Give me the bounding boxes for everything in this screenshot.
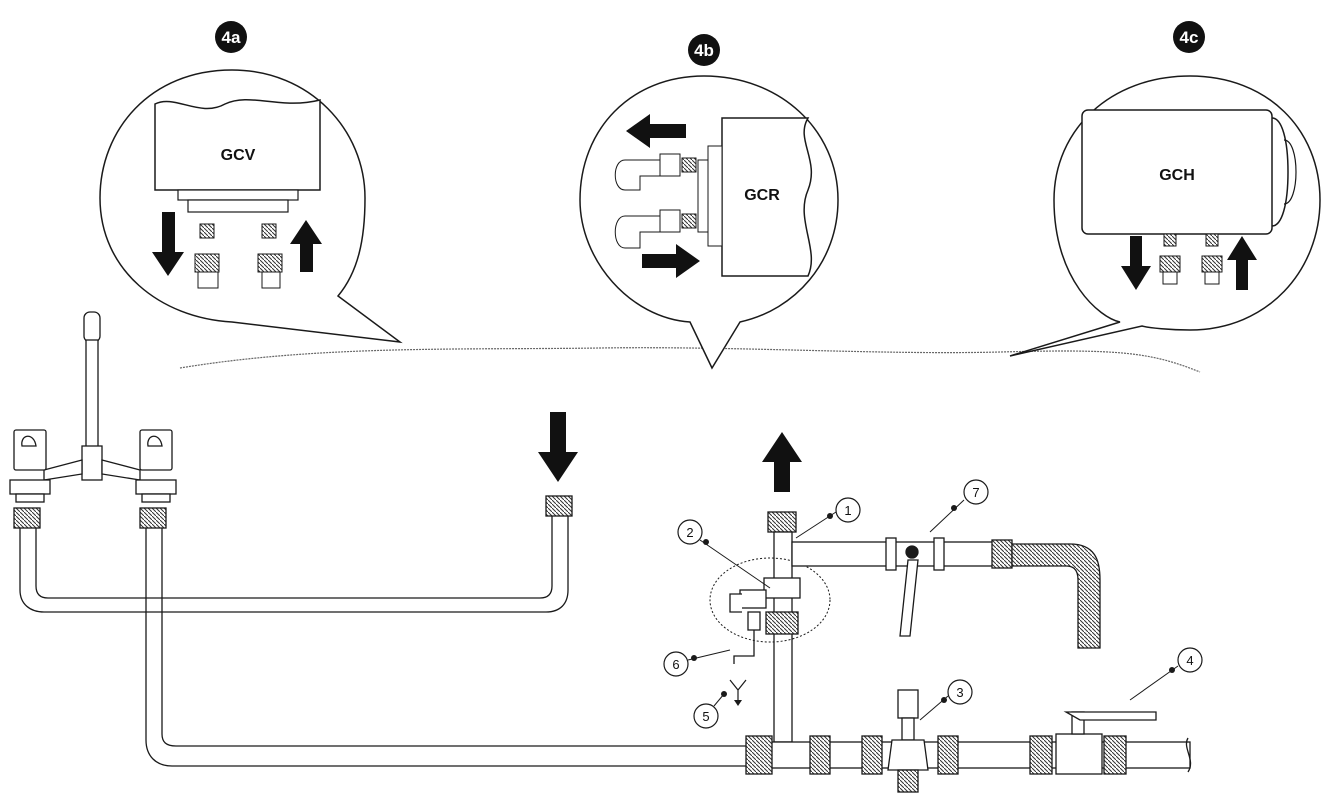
callout-4a: GCV xyxy=(99,69,403,344)
arrow-down-icon xyxy=(1121,236,1151,290)
riser-assembly xyxy=(709,511,831,743)
arrow-left-icon xyxy=(626,114,686,148)
part-callout-6: 6 xyxy=(663,649,731,677)
part-callout-3: 3 xyxy=(919,679,973,721)
svg-text:3: 3 xyxy=(956,685,963,700)
arrow-up-icon xyxy=(762,432,802,492)
arrow-down-icon xyxy=(152,212,184,276)
svg-text:4a: 4a xyxy=(222,28,241,47)
arrow-down-icon xyxy=(538,412,578,482)
part-callout-5: 5 xyxy=(693,679,747,729)
part-callout-1: 1 xyxy=(795,497,861,539)
model-label-gcv: GCV xyxy=(221,147,256,164)
svg-text:2: 2 xyxy=(686,525,693,540)
drain-branch xyxy=(791,537,1101,649)
model-label-gch: GCH xyxy=(1159,167,1195,184)
svg-text:6: 6 xyxy=(672,657,679,672)
svg-text:4: 4 xyxy=(1186,653,1193,668)
tap-pipes xyxy=(13,495,760,767)
callout-4b: GCR xyxy=(579,75,839,370)
badge-4a: 4a xyxy=(215,21,247,53)
supply-line xyxy=(745,689,1192,793)
svg-text:5: 5 xyxy=(702,709,709,724)
mixer-tap xyxy=(9,311,177,503)
arrow-up-icon xyxy=(1227,236,1257,290)
part-callout-2: 2 xyxy=(677,519,771,589)
part-callout-4: 4 xyxy=(1129,647,1203,701)
part-callout-7: 7 xyxy=(929,479,989,533)
svg-text:7: 7 xyxy=(972,485,979,500)
model-label-gcr: GCR xyxy=(744,187,780,204)
arrow-up-icon xyxy=(290,220,322,272)
svg-text:4c: 4c xyxy=(1180,28,1199,47)
callout-4c: GCH xyxy=(1009,75,1321,357)
arrow-right-icon xyxy=(642,244,700,278)
svg-text:4b: 4b xyxy=(694,41,714,60)
badge-4c: 4c xyxy=(1173,21,1205,53)
wall-line xyxy=(179,347,1201,373)
svg-text:1: 1 xyxy=(844,503,851,518)
badge-4b: 4b xyxy=(688,34,720,66)
